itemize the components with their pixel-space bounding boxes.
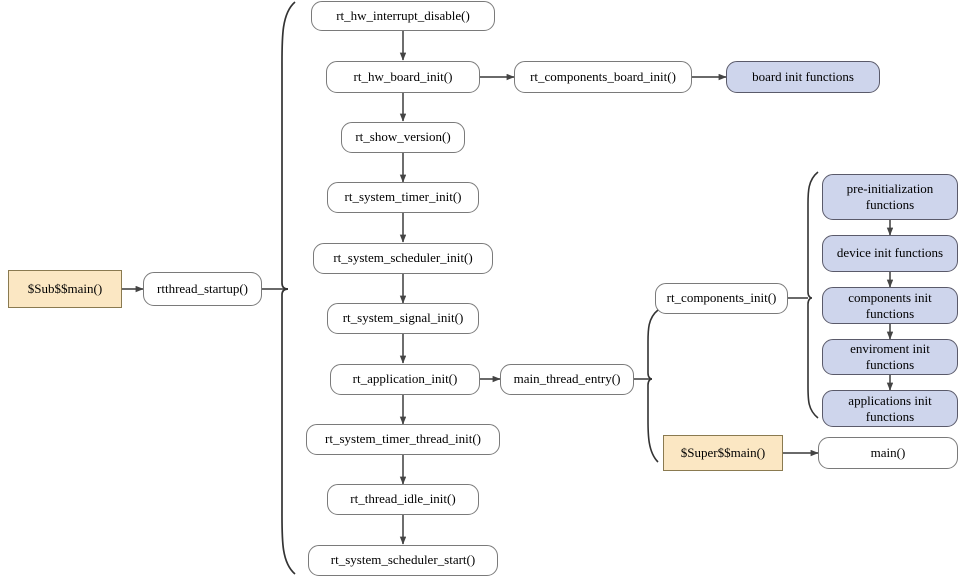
node-rt-components-board-init[interactable]: rt_components_board_init() bbox=[514, 61, 692, 93]
stage-line-1: components init bbox=[848, 289, 932, 305]
node-main-thread-entry[interactable]: main_thread_entry() bbox=[500, 364, 634, 395]
node-applications-init-functions[interactable]: applications init functions bbox=[822, 390, 958, 427]
node-rt-show-version[interactable]: rt_show_version() bbox=[341, 122, 465, 153]
node-main[interactable]: main() bbox=[818, 437, 958, 469]
node-board-init-functions[interactable]: board init functions bbox=[726, 61, 880, 93]
stage-line-1: pre-initialization bbox=[846, 181, 934, 197]
stage-line-1: applications init bbox=[848, 392, 932, 408]
node-rt-system-timer-thread-init[interactable]: rt_system_timer_thread_init() bbox=[306, 424, 500, 455]
node-rt-application-init[interactable]: rt_application_init() bbox=[330, 364, 480, 395]
stage-line-2: functions bbox=[865, 357, 915, 372]
node-rt-system-signal-init[interactable]: rt_system_signal_init() bbox=[327, 303, 479, 334]
node-pre-initialization-functions[interactable]: pre-initialization functions bbox=[822, 174, 958, 220]
stage-line-1: enviroment init bbox=[850, 341, 930, 357]
node-rt-hw-interrupt-disable[interactable]: rt_hw_interrupt_disable() bbox=[311, 1, 495, 31]
node-rt-system-scheduler-start[interactable]: rt_system_scheduler_start() bbox=[308, 545, 498, 576]
stage-line-2: functions bbox=[865, 197, 915, 212]
node-rt-components-init[interactable]: rt_components_init() bbox=[655, 283, 788, 314]
node-rt-system-scheduler-init[interactable]: rt_system_scheduler_init() bbox=[313, 243, 493, 274]
node-device-init-functions[interactable]: device init functions bbox=[822, 235, 958, 272]
node-super-main[interactable]: $Super$$main() bbox=[663, 435, 783, 471]
stage-line-2: functions bbox=[865, 408, 915, 424]
brace-init-stages bbox=[807, 171, 819, 419]
node-rt-hw-board-init[interactable]: rt_hw_board_init() bbox=[326, 61, 480, 93]
node-sub-main[interactable]: $Sub$$main() bbox=[8, 270, 122, 308]
node-rtthread-startup[interactable]: rtthread_startup() bbox=[143, 272, 262, 306]
stage-line-2: functions bbox=[865, 305, 915, 321]
brace-components-group bbox=[647, 309, 659, 463]
brace-startup-chain bbox=[281, 1, 296, 575]
node-rt-thread-idle-init[interactable]: rt_thread_idle_init() bbox=[327, 484, 479, 515]
node-components-init-functions[interactable]: components init functions bbox=[822, 287, 958, 324]
node-rt-system-timer-init[interactable]: rt_system_timer_init() bbox=[327, 182, 479, 213]
node-environment-init-functions[interactable]: enviroment init functions bbox=[822, 339, 958, 375]
